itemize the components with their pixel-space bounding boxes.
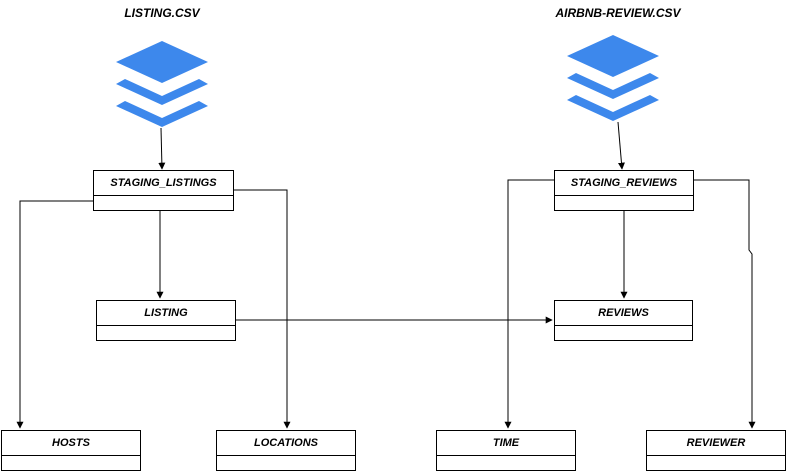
- review-csv-label: AIRBNB-REVIEW.CSV: [555, 6, 681, 20]
- connector-review-csv-to-staging-reviews: [617, 121, 625, 170]
- staging-reviews-title: STAGING_REVIEWS: [555, 171, 693, 196]
- reviewer-table[interactable]: REVIEWER: [646, 430, 786, 471]
- connector-staging-listings-to-locations: [234, 189, 291, 429]
- hosts-table[interactable]: HOSTS: [1, 430, 141, 471]
- connector-staging-listings-to-hosts: [16, 200, 93, 429]
- listing-table[interactable]: LISTING: [96, 300, 236, 341]
- locations-table[interactable]: LOCATIONS: [216, 430, 356, 471]
- hosts-title: HOSTS: [2, 431, 140, 456]
- layers-icon: [567, 35, 659, 121]
- staging-reviews-table[interactable]: STAGING_REVIEWS: [554, 170, 694, 211]
- listing-csv-label: LISTING.CSV: [124, 6, 200, 20]
- layers-icon: [116, 41, 208, 127]
- reviews-title: REVIEWS: [555, 301, 692, 326]
- connector-listing-csv-to-staging-listings: [158, 127, 166, 170]
- reviewer-title: REVIEWER: [647, 431, 785, 456]
- time-table[interactable]: TIME: [436, 430, 576, 471]
- time-title: TIME: [437, 431, 575, 456]
- staging-listings-table[interactable]: STAGING_LISTINGS: [93, 170, 234, 211]
- locations-title: LOCATIONS: [217, 431, 355, 456]
- staging-listings-title: STAGING_LISTINGS: [94, 171, 233, 196]
- connector-staging-reviews-to-reviewer: [694, 179, 756, 429]
- connector-staging-reviews-to-time: [504, 179, 554, 429]
- listing-title: LISTING: [97, 301, 235, 326]
- reviews-table[interactable]: REVIEWS: [554, 300, 693, 341]
